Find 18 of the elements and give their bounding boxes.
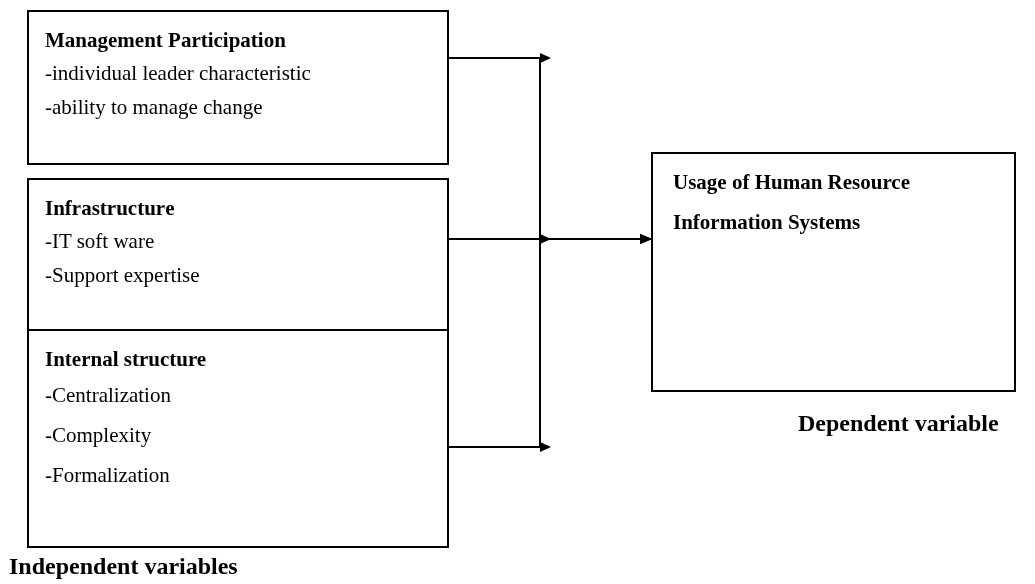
bullet-item: -Formalization [45,462,171,489]
bullet-item: -Complexity [45,422,153,449]
bullet-item: -Support expertise [45,262,201,289]
box-heading: Internal structure [45,346,208,373]
variable-box [27,329,449,548]
box-heading: Usage of Human Resource Information Systems [673,169,911,236]
outcome-box [651,152,1016,392]
arrow [448,234,652,452]
caption-label: Dependent variable [798,409,999,438]
variable-box [27,10,449,165]
box-heading: Management Participation [45,27,287,54]
box-heading: Infrastructure [45,195,176,222]
caption-label: Independent variables [9,552,238,581]
bullet-item: -ability to manage change [45,94,264,121]
bullet-item: -individual leader characteristic [45,60,312,87]
bullet-item: -Centralization [45,382,172,409]
bullet-item: -IT soft ware [45,228,156,255]
variable-box [27,178,449,331]
